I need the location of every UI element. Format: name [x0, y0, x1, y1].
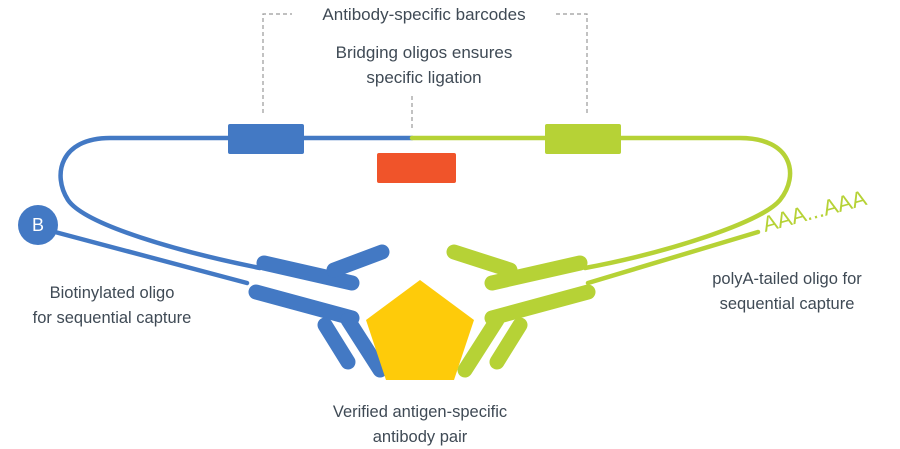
- blue-antibody: [248, 244, 390, 378]
- barcodes-label: Antibody-specific barcodes: [322, 5, 525, 24]
- pair-label-line1: Verified antigen-specific: [333, 403, 507, 421]
- blue-barcode: [228, 124, 304, 154]
- bridging-label-line1: Bridging oligos ensures: [336, 43, 513, 62]
- green-barcode: [545, 124, 621, 154]
- barcode-bracket: [262, 13, 588, 113]
- polya-label-line2: sequential capture: [720, 295, 855, 313]
- biotin-letter: B: [32, 215, 44, 235]
- antigen-pentagon: [366, 280, 474, 380]
- polya-tail-label: AAA...AAA: [760, 185, 870, 237]
- green-antibody: [446, 244, 596, 378]
- green-oligo-strand: [409, 135, 793, 271]
- biotin-label-line1: Biotinylated oligo: [50, 284, 175, 302]
- polya-label-line1: polyA-tailed oligo for: [712, 270, 862, 288]
- biotin-strand: [52, 229, 250, 286]
- bridging-label-line2: specific ligation: [366, 68, 481, 87]
- biotin-icon: B: [18, 205, 58, 245]
- bridging-oligo: [377, 153, 456, 183]
- blue-oligo-strand: [58, 135, 415, 271]
- biotin-label-line2: for sequential capture: [33, 309, 192, 327]
- pair-label-line2: antibody pair: [373, 428, 468, 446]
- polya-strand: [585, 229, 761, 286]
